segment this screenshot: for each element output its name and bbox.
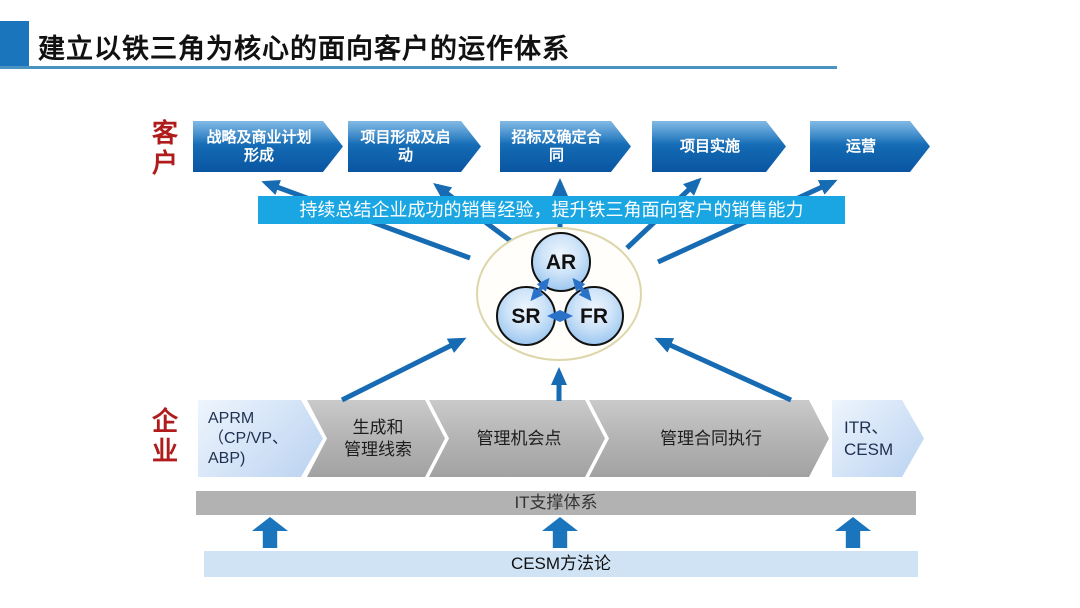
- it-support-bar: IT支撑体系: [196, 491, 916, 515]
- customer-step-project-formation: 项目形成及启 动: [348, 121, 481, 172]
- cesm-methodology-bar: CESM方法论: [204, 551, 918, 577]
- title-underline: [0, 66, 837, 69]
- customer-step-implementation: 项目实施: [652, 121, 786, 172]
- circle-sr-label: SR: [511, 305, 540, 328]
- customer-label: 客 户: [151, 118, 178, 178]
- enterprise-step-itr-cesm: ITR、 CESM: [832, 400, 924, 477]
- arrows-enterprise-to-triangle: [340, 337, 793, 403]
- customer-step-bidding: 招标及确定合 同: [500, 121, 631, 172]
- customer-step-strategy: 战略及商业计划 形成: [193, 121, 343, 172]
- circle-ar: [531, 232, 591, 292]
- enterprise-step-leads: 生成和 管理线索: [307, 400, 445, 477]
- customer-step-operation: 运营: [810, 121, 930, 172]
- title-accent-square: [0, 21, 29, 67]
- enterprise-step-aprm: APRM （CP/VP、 ABP): [198, 400, 323, 477]
- circle-fr-label: FR: [580, 305, 608, 328]
- enterprise-label: 企 业: [151, 406, 178, 466]
- sales-capability-banner: 持续总结企业成功的销售经验，提升铁三角面向客户的销售能力: [258, 196, 845, 224]
- enterprise-step-contract-execution: 管理合同执行: [589, 400, 829, 477]
- triangle-internal-arrows: [530, 277, 592, 322]
- page-title: 建立以铁三角为核心的面向客户的运作体系: [38, 34, 570, 64]
- circle-ar-label: AR: [546, 251, 576, 274]
- iron-triangle-group: AR SR FR: [476, 227, 642, 361]
- enterprise-step-opportunities: 管理机会点: [429, 400, 605, 477]
